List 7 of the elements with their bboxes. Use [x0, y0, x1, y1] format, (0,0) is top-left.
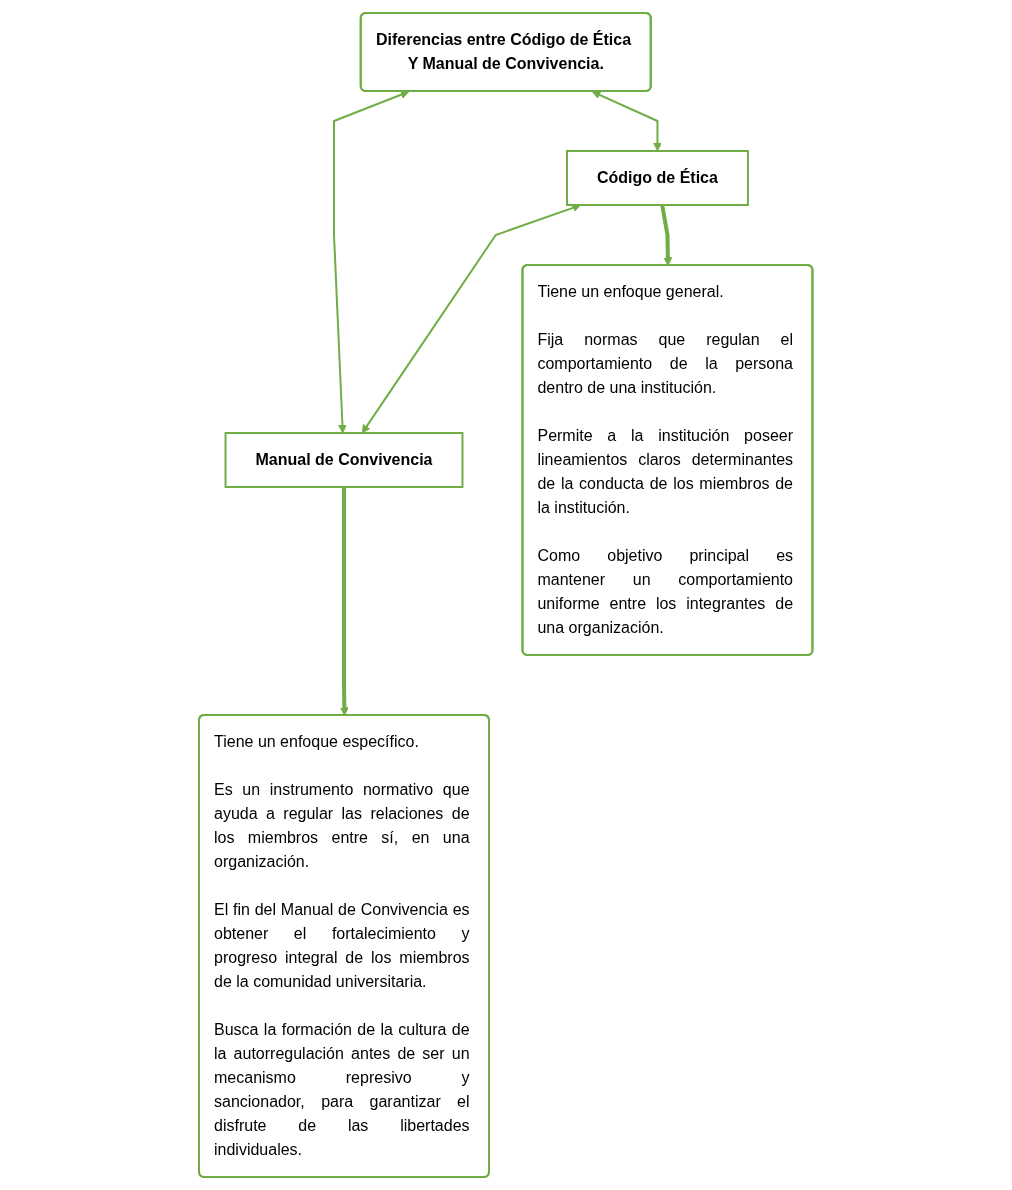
arrow: [340, 487, 350, 716]
arrow: [333, 90, 410, 434]
node-box: Código de Ética: [566, 150, 750, 206]
node-box: Manual de Convivencia: [224, 432, 464, 488]
node-text: Tiene un enfoque específico. Es un instrumento normativo que ayuda a regular las relaciones de los miembros entre sí, en una organización. El fin del Manual de Convivencia es obtener el fortalecimiento y progreso integral de los miembros de la comunidad universitaria. Busca la formación de la cultura de la autorregulación antes de ser un mecanismo represivo y sancionador, para garantizar el disfrute de las libertades individuales.: [214, 733, 470, 1158]
arrow: [592, 90, 663, 152]
arrow: [660, 204, 673, 266]
